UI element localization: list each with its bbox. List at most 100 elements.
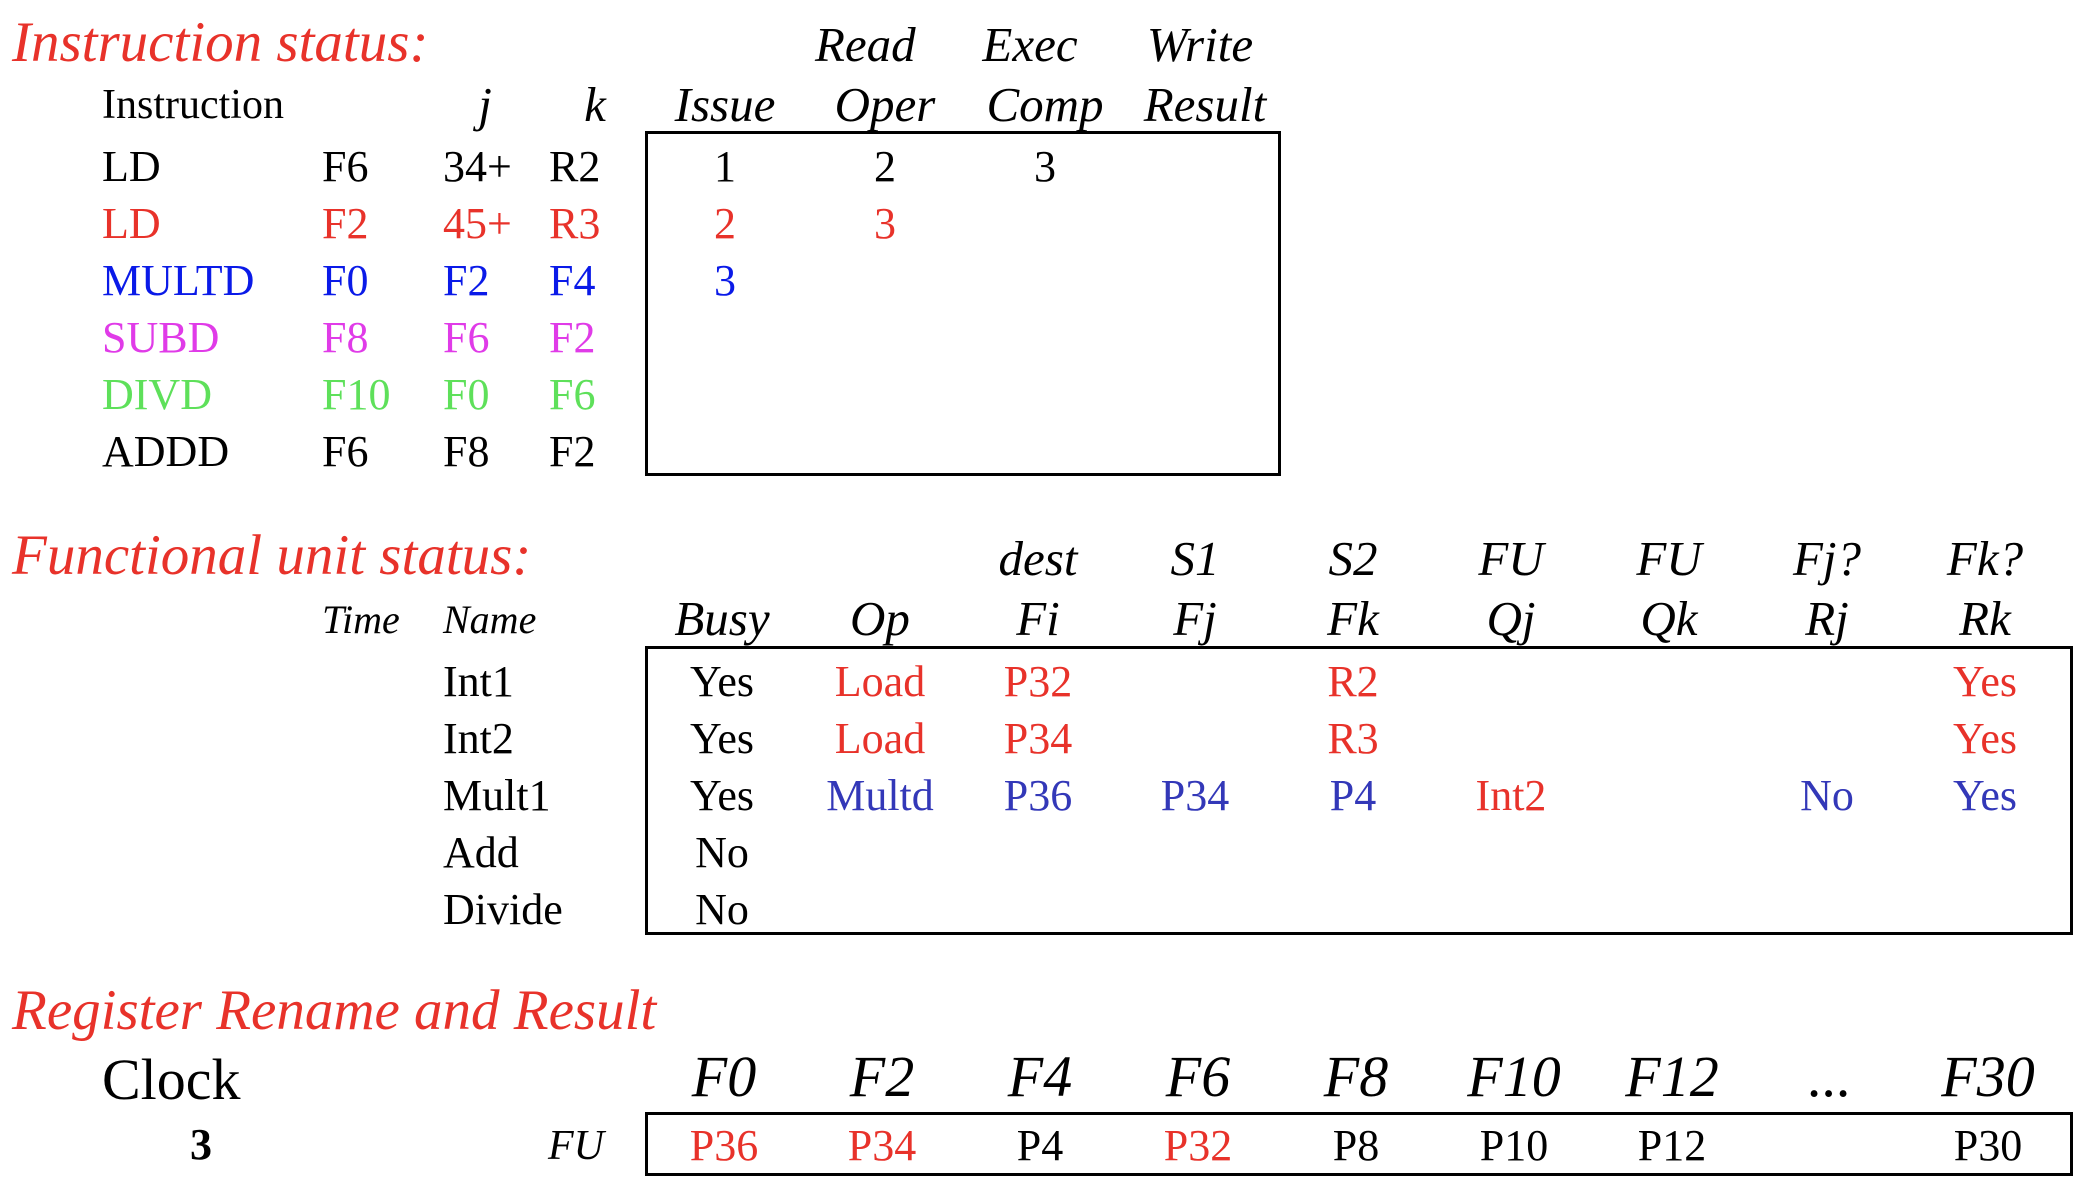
instruction-j-cell: 45+ xyxy=(443,199,512,248)
fu-busy-cell: Yes xyxy=(689,657,755,706)
fu-name-cell: Divide xyxy=(443,885,563,934)
instruction-dest-cell: F2 xyxy=(322,199,369,248)
register-rename-box xyxy=(645,1112,2073,1176)
instruction-k-cell: F2 xyxy=(549,313,596,362)
instruction-dest-cell: F8 xyxy=(322,313,369,362)
time-header: Time xyxy=(322,597,400,642)
qj-header: Qj xyxy=(1486,591,1536,646)
instruction-dest-cell: F0 xyxy=(322,256,369,305)
instruction-op-cell: MULTD xyxy=(102,256,255,305)
instruction-dest-cell: F6 xyxy=(322,142,369,191)
register-rename-title: Register Rename and Result xyxy=(12,979,657,1042)
register-header: F4 xyxy=(1007,1044,1073,1109)
fu-qj-cell: Int2 xyxy=(1475,771,1547,820)
register-value-cell: P36 xyxy=(689,1121,759,1170)
fu-busy-cell: No xyxy=(695,885,749,934)
register-value-cell: P32 xyxy=(1163,1121,1233,1170)
read-header-top: Read xyxy=(815,17,916,72)
instruction-header: Instruction xyxy=(102,82,284,128)
instruction-issue-cell: 1 xyxy=(714,142,736,191)
fu-fk-cell: R2 xyxy=(1327,657,1379,706)
instruction-read-cell: 2 xyxy=(874,142,896,191)
instruction-j-cell: F0 xyxy=(443,370,490,419)
register-header: F6 xyxy=(1165,1044,1231,1109)
register-value-cell: P10 xyxy=(1479,1121,1549,1170)
write-header: Result xyxy=(1143,77,1267,132)
instruction-op-cell: SUBD xyxy=(102,313,220,362)
fu-busy-cell: No xyxy=(695,828,749,877)
rj-header: Rj xyxy=(1805,591,1849,646)
fu-label: FU xyxy=(548,1123,604,1169)
rk-header-top: Fk? xyxy=(1946,531,2024,586)
instruction-dest-cell: F10 xyxy=(322,370,391,419)
fj-header: Fj xyxy=(1173,591,1217,646)
rk-header: Rk xyxy=(1959,591,2011,646)
register-header: F10 xyxy=(1467,1044,1561,1109)
rj-header-top: Fj? xyxy=(1792,531,1862,586)
fu-rk-cell: Yes xyxy=(1952,657,2018,706)
functional-unit-status-box xyxy=(645,646,2073,935)
instruction-status-box xyxy=(645,131,1281,476)
fk-header-top: S2 xyxy=(1328,531,1378,586)
clock-value: 3 xyxy=(190,1120,212,1169)
fi-header: Fi xyxy=(1016,591,1060,646)
register-value-cell: P34 xyxy=(847,1121,917,1170)
fj-header-top: S1 xyxy=(1170,531,1220,586)
fu-rk-cell: Yes xyxy=(1952,771,2018,820)
instruction-issue-cell: 3 xyxy=(714,256,736,305)
fu-fj-cell: P34 xyxy=(1160,771,1230,820)
register-header: F8 xyxy=(1323,1044,1389,1109)
register-value-cell: P4 xyxy=(1016,1121,1064,1170)
fk-header: Fk xyxy=(1327,591,1379,646)
instruction-issue-cell: 2 xyxy=(714,199,736,248)
register-header: F0 xyxy=(691,1044,757,1109)
fu-fk-cell: P4 xyxy=(1329,771,1377,820)
qk-header: Qk xyxy=(1640,591,1698,646)
fu-fi-cell: P36 xyxy=(1003,771,1073,820)
write-header-top: Write xyxy=(1146,17,1254,72)
instruction-k-cell: R2 xyxy=(549,142,601,191)
instruction-op-cell: LD xyxy=(102,199,161,248)
fu-name-cell: Int2 xyxy=(443,714,514,763)
instruction-read-cell: 3 xyxy=(874,199,896,248)
fu-rk-cell: Yes xyxy=(1952,714,2018,763)
instruction-j-cell: F2 xyxy=(443,256,490,305)
fu-fi-cell: P34 xyxy=(1003,714,1073,763)
register-value-cell: P8 xyxy=(1332,1121,1380,1170)
instruction-k-cell: F2 xyxy=(549,427,596,476)
fu-rj-cell: No xyxy=(1800,771,1854,820)
fu-name-cell: Int1 xyxy=(443,657,514,706)
exec-header-top: Exec xyxy=(982,17,1078,72)
register-header: F30 xyxy=(1941,1044,2035,1109)
fu-op-cell: Load xyxy=(834,657,926,706)
k-header: k xyxy=(584,77,606,132)
fu-op-cell: Multd xyxy=(826,771,934,820)
instruction-op-cell: ADDD xyxy=(102,427,230,476)
register-header: F2 xyxy=(849,1044,915,1109)
fu-fk-cell: R3 xyxy=(1327,714,1379,763)
instruction-op-cell: DIVD xyxy=(102,370,212,419)
read-header: Oper xyxy=(834,77,936,132)
register-value-cell: P30 xyxy=(1953,1121,2023,1170)
register-value-cell: P12 xyxy=(1637,1121,1707,1170)
qj-header-top: FU xyxy=(1478,531,1544,586)
fu-op-cell: Load xyxy=(834,714,926,763)
fu-name-cell: Add xyxy=(443,828,519,877)
instruction-k-cell: F4 xyxy=(549,256,596,305)
qk-header-top: FU xyxy=(1636,531,1702,586)
register-header: ... xyxy=(1808,1044,1852,1109)
register-header: F12 xyxy=(1625,1044,1719,1109)
fu-fi-cell: P32 xyxy=(1003,657,1073,706)
fu-busy-cell: Yes xyxy=(689,771,755,820)
fu-name-cell: Mult1 xyxy=(443,771,551,820)
instruction-exec-cell: 3 xyxy=(1034,142,1056,191)
busy-header: Busy xyxy=(674,591,770,646)
exec-header: Comp xyxy=(986,77,1104,132)
instruction-dest-cell: F6 xyxy=(322,427,369,476)
name-header: Name xyxy=(443,597,537,642)
fu-busy-cell: Yes xyxy=(689,714,755,763)
clock-label: Clock xyxy=(102,1047,241,1112)
j-header: j xyxy=(478,77,492,132)
instruction-op-cell: LD xyxy=(102,142,161,191)
instruction-status-title: Instruction status: xyxy=(12,11,429,74)
